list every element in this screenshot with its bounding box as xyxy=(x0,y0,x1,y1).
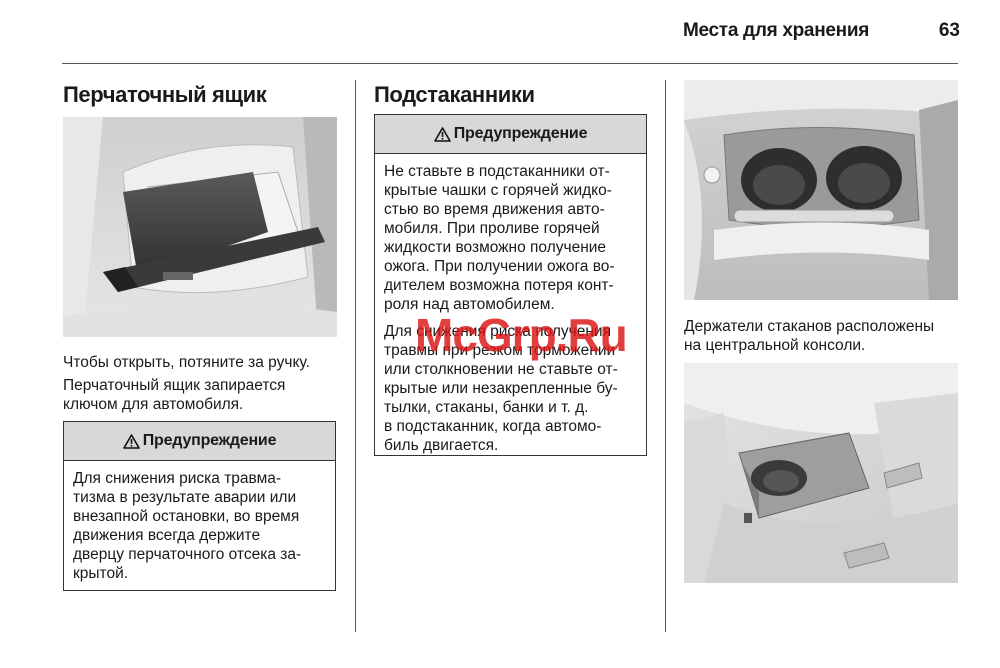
cupholders-warning-box: Предупреждение Не ставьте в подстаканник… xyxy=(374,114,647,456)
glovebox-title: Перчаточный ящик xyxy=(63,82,267,107)
warning-triangle-icon xyxy=(433,126,451,142)
center-console-cupholder-photo xyxy=(684,80,958,300)
glovebox-warning-heading: Предупреждение xyxy=(64,422,335,461)
cupholders-location-caption: Держатели стаканов расположены на центра… xyxy=(684,318,935,354)
page-number: 63 xyxy=(938,20,960,41)
column-divider-left xyxy=(355,80,356,632)
column-divider-right xyxy=(665,80,666,632)
glovebox-open-text: Чтобы открыть, потяните за ручку. xyxy=(63,354,310,371)
header-divider xyxy=(62,63,958,64)
rear-armrest-cupholder-photo xyxy=(684,363,958,583)
warning-triangle-icon xyxy=(122,433,140,449)
glovebox-photo xyxy=(63,117,337,337)
glovebox-lock-text: Перчаточный ящик запирается ключом для а… xyxy=(63,377,286,413)
glovebox-warning-box: Предупреждение Для снижения риска травма… xyxy=(63,421,336,591)
watermark: McGrp.Ru xyxy=(415,309,628,361)
cupholders-warning-heading: Предупреждение xyxy=(375,115,646,154)
cupholders-title: Подстаканники xyxy=(374,82,535,107)
header-section-title: Места для хранения xyxy=(683,20,869,41)
cupholders-warning-text: Не ставьте в подстаканники от- крытые ча… xyxy=(384,163,618,454)
glovebox-warning-text: Для снижения риска травма- тизма в резул… xyxy=(73,470,302,582)
